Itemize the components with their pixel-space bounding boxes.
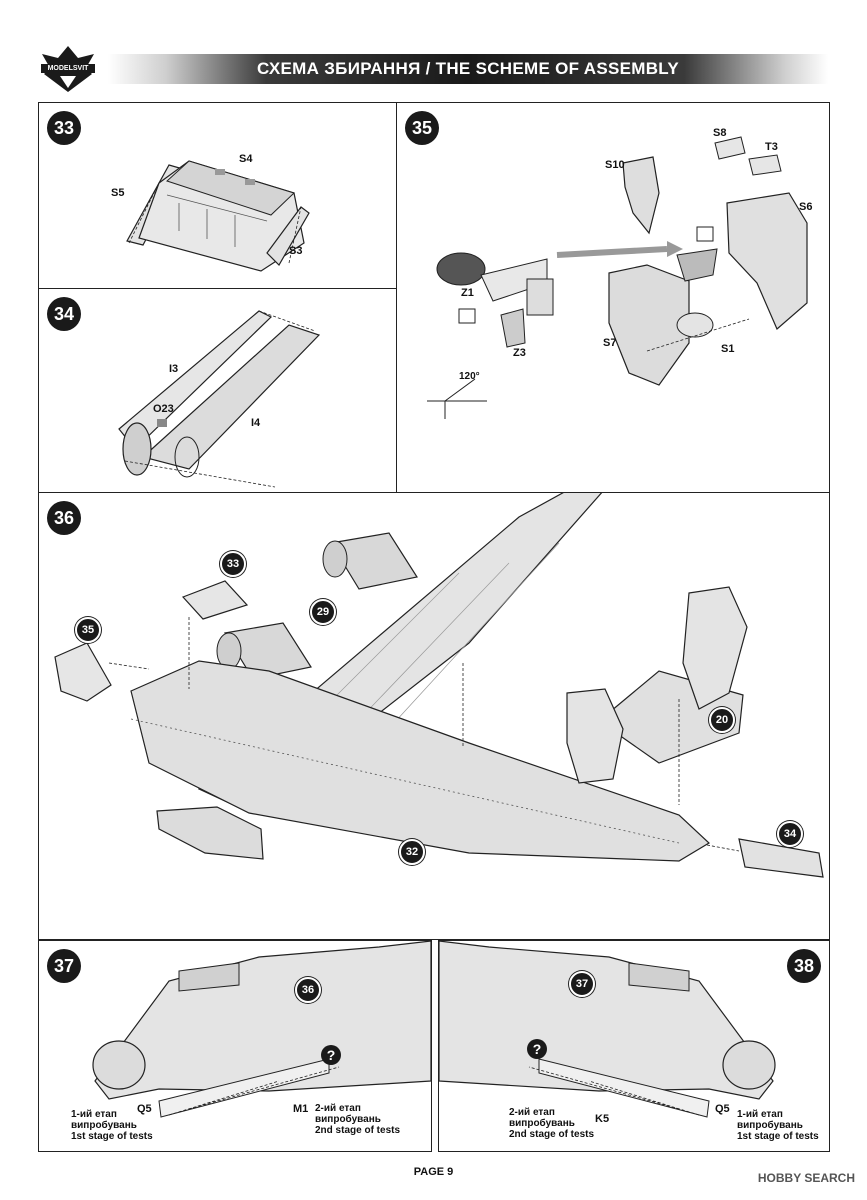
step-35-drawing	[427, 136, 808, 419]
label-s10: S10	[605, 159, 625, 171]
ref-step-29: 29	[310, 599, 336, 625]
label-i3: I3	[169, 363, 179, 375]
label-m1: M1	[293, 1103, 309, 1115]
step-37-number: 37	[47, 949, 81, 983]
step-36-number: 36	[47, 501, 81, 535]
svg-text:?: ?	[327, 1047, 336, 1063]
step-34-number: 34	[47, 297, 81, 331]
label-i4: I4	[251, 417, 261, 429]
label-s6: S6	[799, 201, 813, 213]
stage2-note-line1-right: 2-ий етап	[509, 1107, 555, 1118]
label-q5: Q5	[137, 1103, 152, 1115]
stage1-note-line3: 1st stage of tests	[71, 1131, 153, 1142]
logo-text: MODELSVIT	[47, 65, 89, 72]
svg-text:?: ?	[533, 1041, 542, 1057]
step-36-drawing	[54, 493, 824, 878]
label-angle: 120°	[459, 371, 480, 382]
step-38-drawing: ?	[439, 941, 776, 1118]
label-s1: S1	[721, 343, 735, 355]
step-36-panel: 36 33 35 29 20 32 34	[38, 492, 830, 940]
label-s3: S3	[289, 245, 303, 257]
step-34-panel: 34 I3 O23 I4	[38, 288, 398, 494]
ref-step-20: 20	[709, 707, 735, 733]
stage2-note-line3-right: 2nd stage of tests	[509, 1129, 595, 1140]
stage1-note-line3-right: 1st stage of tests	[737, 1131, 819, 1142]
page-header: MODELSVIT СХЕМА ЗБИРАННЯ / THE SCHEME OF…	[38, 44, 838, 92]
step-33-drawing	[126, 160, 310, 272]
page-number: PAGE 9	[413, 1166, 454, 1178]
step-38-number: 38	[787, 949, 821, 983]
ref-step-33: 33	[220, 551, 246, 577]
stage2-note-line1: 2-ий етап	[315, 1103, 361, 1114]
stage2-note-line2: випробувань	[315, 1114, 381, 1125]
label-t3: T3	[765, 141, 778, 153]
step-35-number: 35	[405, 111, 439, 145]
step-37-panel: 37 ? 36 Q5 M1 1-ий етап випробувань 1st …	[38, 940, 432, 1152]
step-33-number: 33	[47, 111, 81, 145]
page-title: СХЕМА ЗБИРАННЯ / THE SCHEME OF ASSEMBLY	[256, 59, 680, 78]
label-s5: S5	[111, 187, 125, 199]
label-s4: S4	[239, 153, 253, 165]
header-bar	[108, 54, 828, 84]
stage2-note-line2-right: випробувань	[509, 1118, 575, 1129]
step-33-panel: 33 S4 S5 S3	[38, 102, 398, 289]
ref-step-37: 37	[569, 971, 595, 997]
stage1-note-line1: 1-ий етап	[71, 1109, 117, 1120]
modelsvit-logo: MODELSVIT	[38, 44, 98, 94]
ref-step-36: 36	[295, 977, 321, 1003]
step-35-panel: 35 S8 T3 S10 S6 Z1 Z3 S7 S1 120°	[396, 102, 830, 494]
label-z3: Z3	[513, 347, 526, 359]
step-34-drawing	[118, 310, 321, 488]
ref-step-32: 32	[399, 839, 425, 865]
label-z1: Z1	[461, 287, 474, 299]
step-37-drawing: ?	[92, 941, 431, 1118]
stage1-note-line1-right: 1-ий етап	[737, 1109, 783, 1120]
label-k5: K5	[595, 1113, 610, 1125]
label-q5-right: Q5	[715, 1103, 730, 1115]
stage1-note-line2: випробувань	[71, 1120, 137, 1131]
step-38-panel: 38 ? 37 K5 Q5 2-ий етап випробувань 2nd …	[438, 940, 830, 1152]
hobby-search-watermark: HOBBY SEARCH	[757, 1171, 855, 1185]
ref-step-34: 34	[777, 821, 803, 847]
label-o23: O23	[153, 403, 174, 415]
label-s8: S8	[713, 127, 727, 139]
ref-step-35: 35	[75, 617, 101, 643]
label-s7: S7	[603, 337, 617, 349]
stage2-note-line3: 2nd stage of tests	[315, 1125, 401, 1136]
stage1-note-line2-right: випробувань	[737, 1120, 803, 1131]
